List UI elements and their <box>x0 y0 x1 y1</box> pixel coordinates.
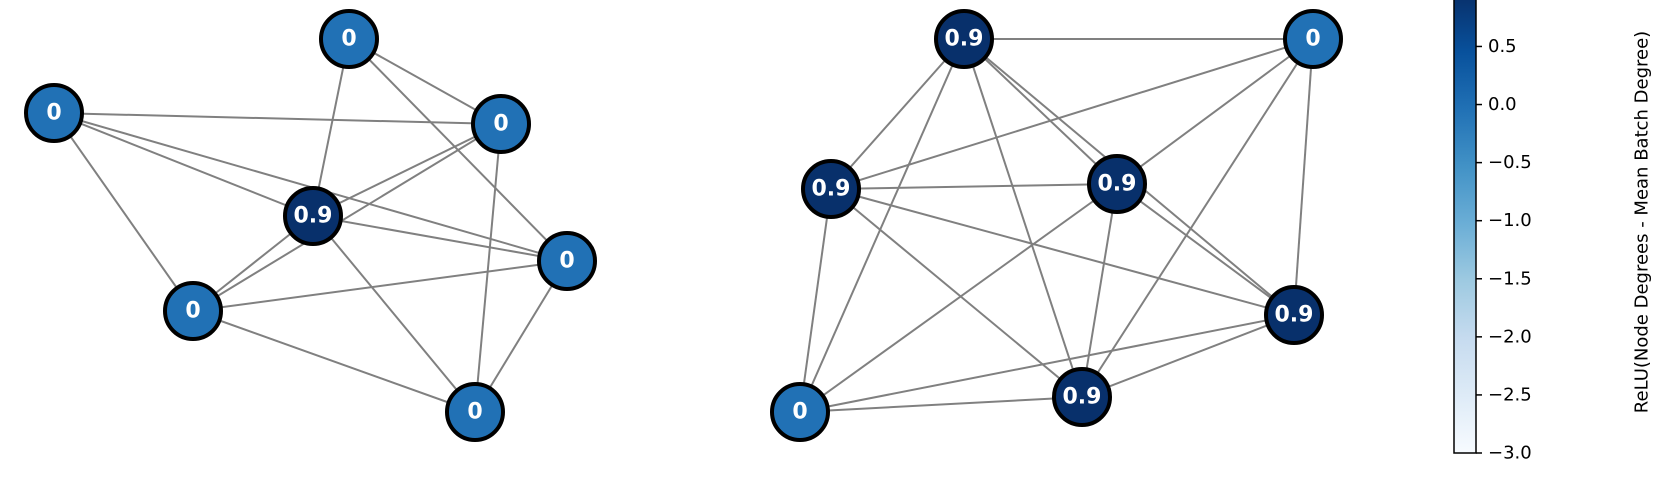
graph-node <box>1264 285 1324 345</box>
node-label: 0 <box>559 249 574 274</box>
colorbar-label: ReLU(Node Degrees - Mean Batch Degree) <box>1632 31 1653 413</box>
graph-node <box>537 231 597 291</box>
edge <box>1116 38 1314 185</box>
colorbar-tick-label: −2.5 <box>1488 384 1532 405</box>
edge <box>830 38 965 190</box>
colorbar-tick-label: −1.5 <box>1488 268 1532 289</box>
edge <box>1081 183 1118 398</box>
graph-node <box>163 281 223 341</box>
edge <box>830 183 1118 190</box>
edge <box>312 215 476 413</box>
graph-node <box>934 9 994 69</box>
colorbar-tick-label: −2.0 <box>1488 326 1532 347</box>
colorbar-tick-label: −3.0 <box>1488 443 1532 464</box>
edge <box>830 188 1083 398</box>
edge <box>192 260 568 312</box>
node-label: 0 <box>46 101 61 126</box>
edge <box>53 112 314 217</box>
colorbar-tick-label: −0.5 <box>1488 152 1532 173</box>
node-label: 0 <box>792 400 807 425</box>
edge <box>799 38 965 413</box>
graph-node <box>445 382 505 442</box>
graph-node <box>1087 154 1147 214</box>
colorbar-tick-label: 0.0 <box>1488 94 1517 115</box>
edge <box>53 112 502 125</box>
edge <box>1293 38 1314 316</box>
edge <box>830 188 1295 316</box>
node-label: 0.9 <box>812 177 851 202</box>
edge <box>799 188 832 413</box>
node-label: 0.9 <box>1275 303 1314 328</box>
node-label: 0 <box>185 299 200 324</box>
node-label: 0 <box>493 112 508 137</box>
colorbar: 0.5 0.0 −0.5 −1.0 −1.5 −2.0 −2.5 −3.0 ReLU(Node… <box>1453 0 1653 464</box>
graph-node <box>1052 367 1112 427</box>
graph-right: 0.9 0 0.9 0.9 0.9 0 0.9 <box>770 9 1343 442</box>
graph-node <box>283 186 343 246</box>
graph-node <box>770 382 830 442</box>
edge <box>799 183 1118 413</box>
edge <box>799 314 1295 413</box>
edge <box>474 123 502 413</box>
node-label: 0.9 <box>1063 385 1102 410</box>
graph-node <box>1283 9 1343 69</box>
edge <box>799 396 1083 413</box>
edge <box>192 310 476 413</box>
edge <box>53 112 194 312</box>
edge <box>312 38 350 217</box>
graph-node <box>319 9 379 69</box>
edge <box>963 38 1083 398</box>
node-label: 0 <box>467 400 482 425</box>
graph-node <box>24 83 84 143</box>
graph-left: 0 0 0 0.9 0 0 0 <box>24 9 597 442</box>
edge <box>830 38 1314 190</box>
edge <box>312 123 502 217</box>
node-label: 0.9 <box>294 204 333 229</box>
edge <box>312 215 568 262</box>
edge <box>1081 314 1295 398</box>
colorbar-gradient <box>1453 0 1477 454</box>
node-group: 0 0 0 0.9 0 0 0 <box>24 9 597 442</box>
edge-group <box>799 38 1314 413</box>
node-group: 0.9 0 0.9 0.9 0.9 0 0.9 <box>770 9 1343 442</box>
node-label: 0.9 <box>945 27 984 52</box>
node-label: 0.9 <box>1098 172 1137 197</box>
edge <box>1116 183 1295 316</box>
node-label: 0 <box>341 27 356 52</box>
graph-node <box>801 159 861 219</box>
graph-node <box>471 94 531 154</box>
edge <box>1081 38 1314 398</box>
colorbar-tick-label: 0.5 <box>1488 36 1517 57</box>
node-label: 0 <box>1305 27 1320 52</box>
colorbar-ticks: 0.5 0.0 −0.5 −1.0 −1.5 −2.0 −2.5 −3.0 <box>1476 36 1532 464</box>
colorbar-tick-label: −1.0 <box>1488 210 1532 231</box>
edge <box>963 38 1118 185</box>
edge <box>192 123 502 312</box>
